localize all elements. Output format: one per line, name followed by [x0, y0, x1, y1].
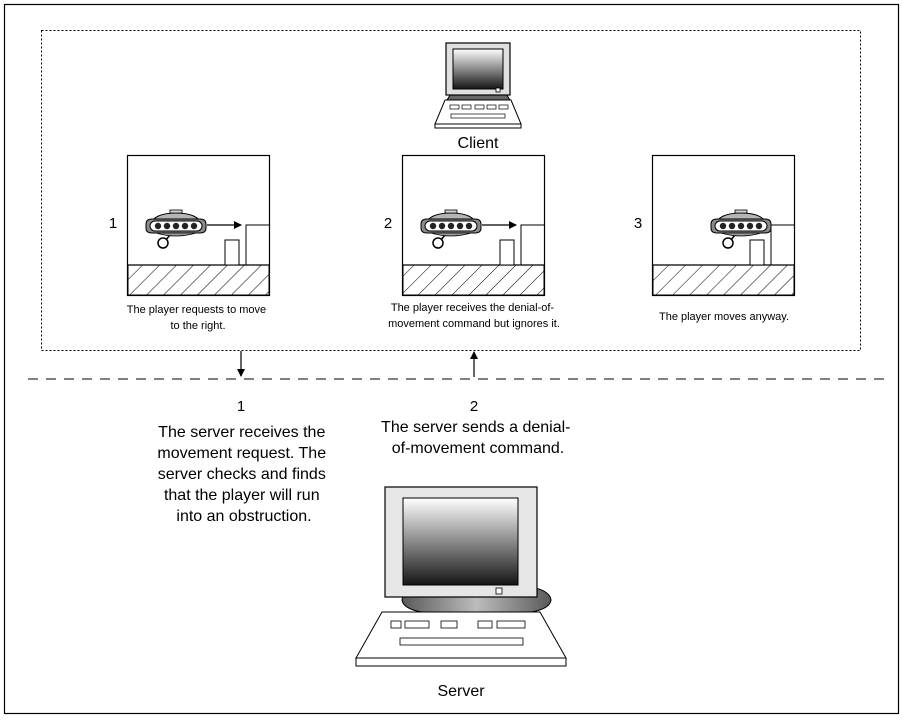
obstruction — [499, 239, 515, 266]
panel-caption: The player receives the denial-of- movem… — [388, 302, 560, 330]
server-step-number: 2 — [470, 398, 478, 415]
panel-caption: The player requests to move to the right… — [127, 304, 269, 332]
obstruction — [749, 239, 765, 266]
server-step-text: The server receives the movement request… — [157, 424, 330, 525]
panel-number: 1 — [109, 215, 117, 232]
server-step-text: The server sends a denial- of-movement c… — [381, 419, 575, 457]
server-label: Server — [437, 683, 485, 700]
client-label: Client — [458, 135, 499, 152]
wall — [245, 224, 269, 265]
ground-hatch — [402, 264, 545, 296]
panel-number: 2 — [384, 215, 392, 232]
panel-1 — [126, 154, 271, 297]
server-computer-icon — [355, 486, 567, 667]
ground-hatch — [652, 264, 795, 296]
panel-2 — [401, 154, 546, 297]
panel-caption: The player moves anyway. — [659, 311, 789, 323]
obstruction — [224, 239, 240, 266]
server-step-number: 1 — [237, 398, 245, 415]
client-computer-icon — [434, 42, 522, 129]
panel-number: 3 — [634, 215, 642, 232]
panel-3 — [651, 154, 796, 297]
ground-hatch — [127, 264, 270, 296]
wall — [520, 224, 544, 265]
outer-frame — [3, 3, 900, 715]
client-region — [41, 30, 861, 351]
